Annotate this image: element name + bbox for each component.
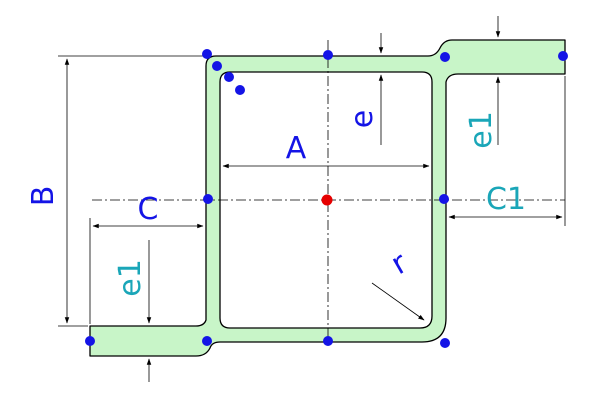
handle-point-top-left-inner[interactable]	[212, 61, 222, 71]
handle-point-bottom-middle[interactable]	[323, 336, 333, 346]
label-C1: C1	[486, 182, 526, 217]
handle-point-bottom-right-corner[interactable]	[440, 338, 450, 348]
center-point[interactable]	[321, 194, 333, 206]
handle-point-top-left-radius[interactable]	[224, 72, 234, 82]
handle-point-left-flange-end[interactable]	[85, 336, 95, 346]
label-A: A	[286, 131, 307, 166]
handle-point-top-middle[interactable]	[323, 50, 333, 60]
handle-point-top-right-bend[interactable]	[440, 52, 450, 62]
label-B: B	[26, 186, 61, 207]
handle-point-right-flange-end[interactable]	[558, 51, 568, 61]
handle-point-right-middle[interactable]	[439, 194, 449, 204]
handle-point-left-middle[interactable]	[203, 194, 213, 204]
handle-point-top-left-corner[interactable]	[202, 49, 212, 59]
label-C: C	[138, 192, 159, 227]
label-e1-left: e1	[113, 259, 148, 297]
label-e1-right: e1	[464, 111, 499, 149]
dim-r-leader	[371, 282, 425, 321]
label-e: e	[345, 110, 380, 128]
handle-point-top-left-center[interactable]	[235, 85, 245, 95]
handle-point-bottom-left-bend[interactable]	[202, 336, 212, 346]
